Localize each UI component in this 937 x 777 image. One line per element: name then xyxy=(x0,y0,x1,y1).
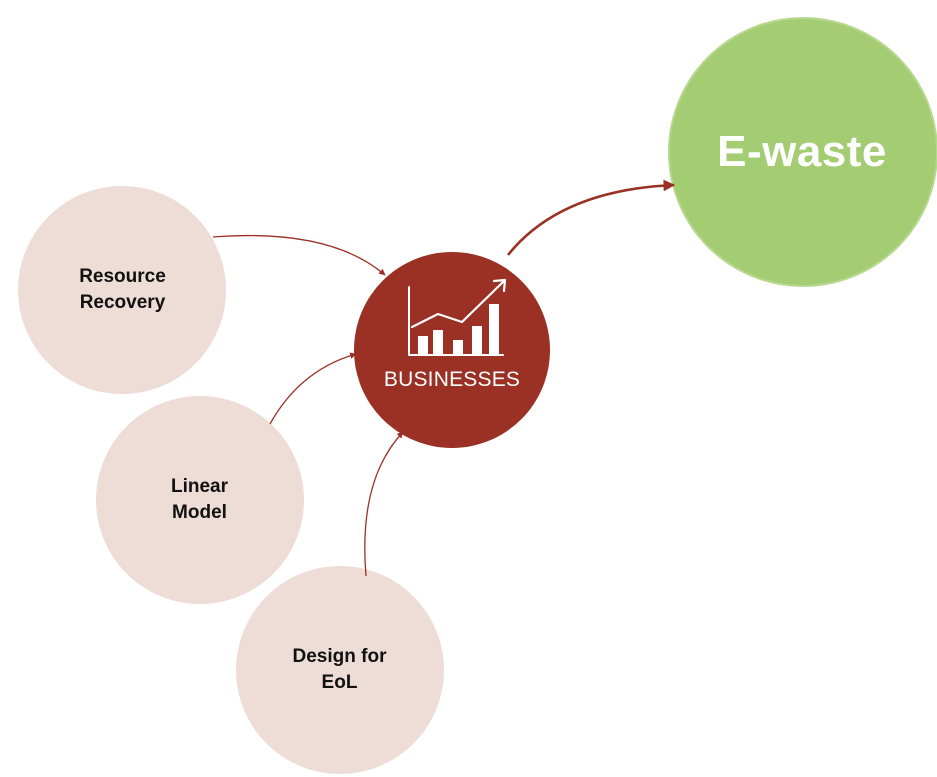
resource-recovery-label: Resource Recovery xyxy=(79,266,166,313)
arrow-linear-to-businesses xyxy=(269,352,357,425)
linear-model-circle xyxy=(96,396,304,604)
design-for-eol-label: Design for EoL xyxy=(292,646,387,693)
ewaste-circle xyxy=(668,17,937,287)
ewaste-label: E-waste xyxy=(717,127,887,176)
arrow-design-to-businesses xyxy=(364,431,404,577)
arrow-businesses-to-ewaste xyxy=(506,179,676,256)
design-for-eol-circle xyxy=(236,566,444,774)
businesses-label: BUSINESSES xyxy=(383,368,521,391)
businesses-circle xyxy=(354,252,550,448)
arrow-resource-to-businesses xyxy=(212,234,386,276)
resource-recovery-circle xyxy=(18,186,226,394)
linear-model-label: Linear Model xyxy=(170,476,229,523)
chart-growth-icon xyxy=(408,278,507,356)
